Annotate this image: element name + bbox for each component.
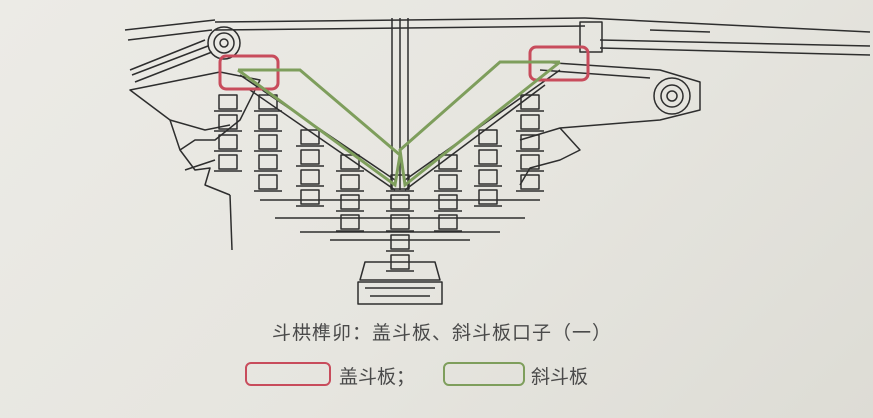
bracket-block xyxy=(520,94,540,110)
bracket-block xyxy=(218,114,238,130)
legend-swatch-green xyxy=(443,362,525,386)
red-highlight-left xyxy=(218,54,280,91)
green-highlight-right xyxy=(398,60,561,188)
bracket-block xyxy=(340,194,360,210)
legend-label-gaidouban: 盖斗板； xyxy=(339,366,416,388)
bracket-block xyxy=(300,129,320,145)
bracket-block xyxy=(438,194,458,210)
bracket-block xyxy=(478,169,498,185)
bracket-block xyxy=(300,189,320,205)
bracket-block xyxy=(390,214,410,230)
bracket-block xyxy=(258,94,278,110)
bracket-block xyxy=(300,169,320,185)
bracket-block xyxy=(300,149,320,165)
bracket-block xyxy=(258,134,278,150)
legend-label-xiedouban: 斜斗板 xyxy=(531,366,589,388)
bracket-block xyxy=(438,174,458,190)
bracket-block xyxy=(520,134,540,150)
bracket-block xyxy=(218,134,238,150)
bracket-block xyxy=(340,214,360,230)
bracket-block xyxy=(258,154,278,170)
bracket-block xyxy=(520,114,540,130)
bracket-block xyxy=(478,189,498,205)
bracket-block xyxy=(478,149,498,165)
bracket-block xyxy=(438,214,458,230)
diagram-caption: 斗栱榫卯：盖斗板、斜斗板口子（一） xyxy=(272,322,613,344)
bracket-block xyxy=(520,154,540,170)
bracket-block xyxy=(438,154,458,170)
bracket-block xyxy=(340,174,360,190)
bracket-block xyxy=(390,234,410,250)
bracket-block xyxy=(258,174,278,190)
bracket-block xyxy=(390,194,410,210)
legend-swatch-red xyxy=(245,362,331,386)
bracket-block xyxy=(218,94,238,110)
bracket-block xyxy=(258,114,278,130)
bracket-block xyxy=(340,154,360,170)
bracket-block xyxy=(478,129,498,145)
bracket-block xyxy=(520,174,540,190)
bracket-block xyxy=(218,154,238,170)
